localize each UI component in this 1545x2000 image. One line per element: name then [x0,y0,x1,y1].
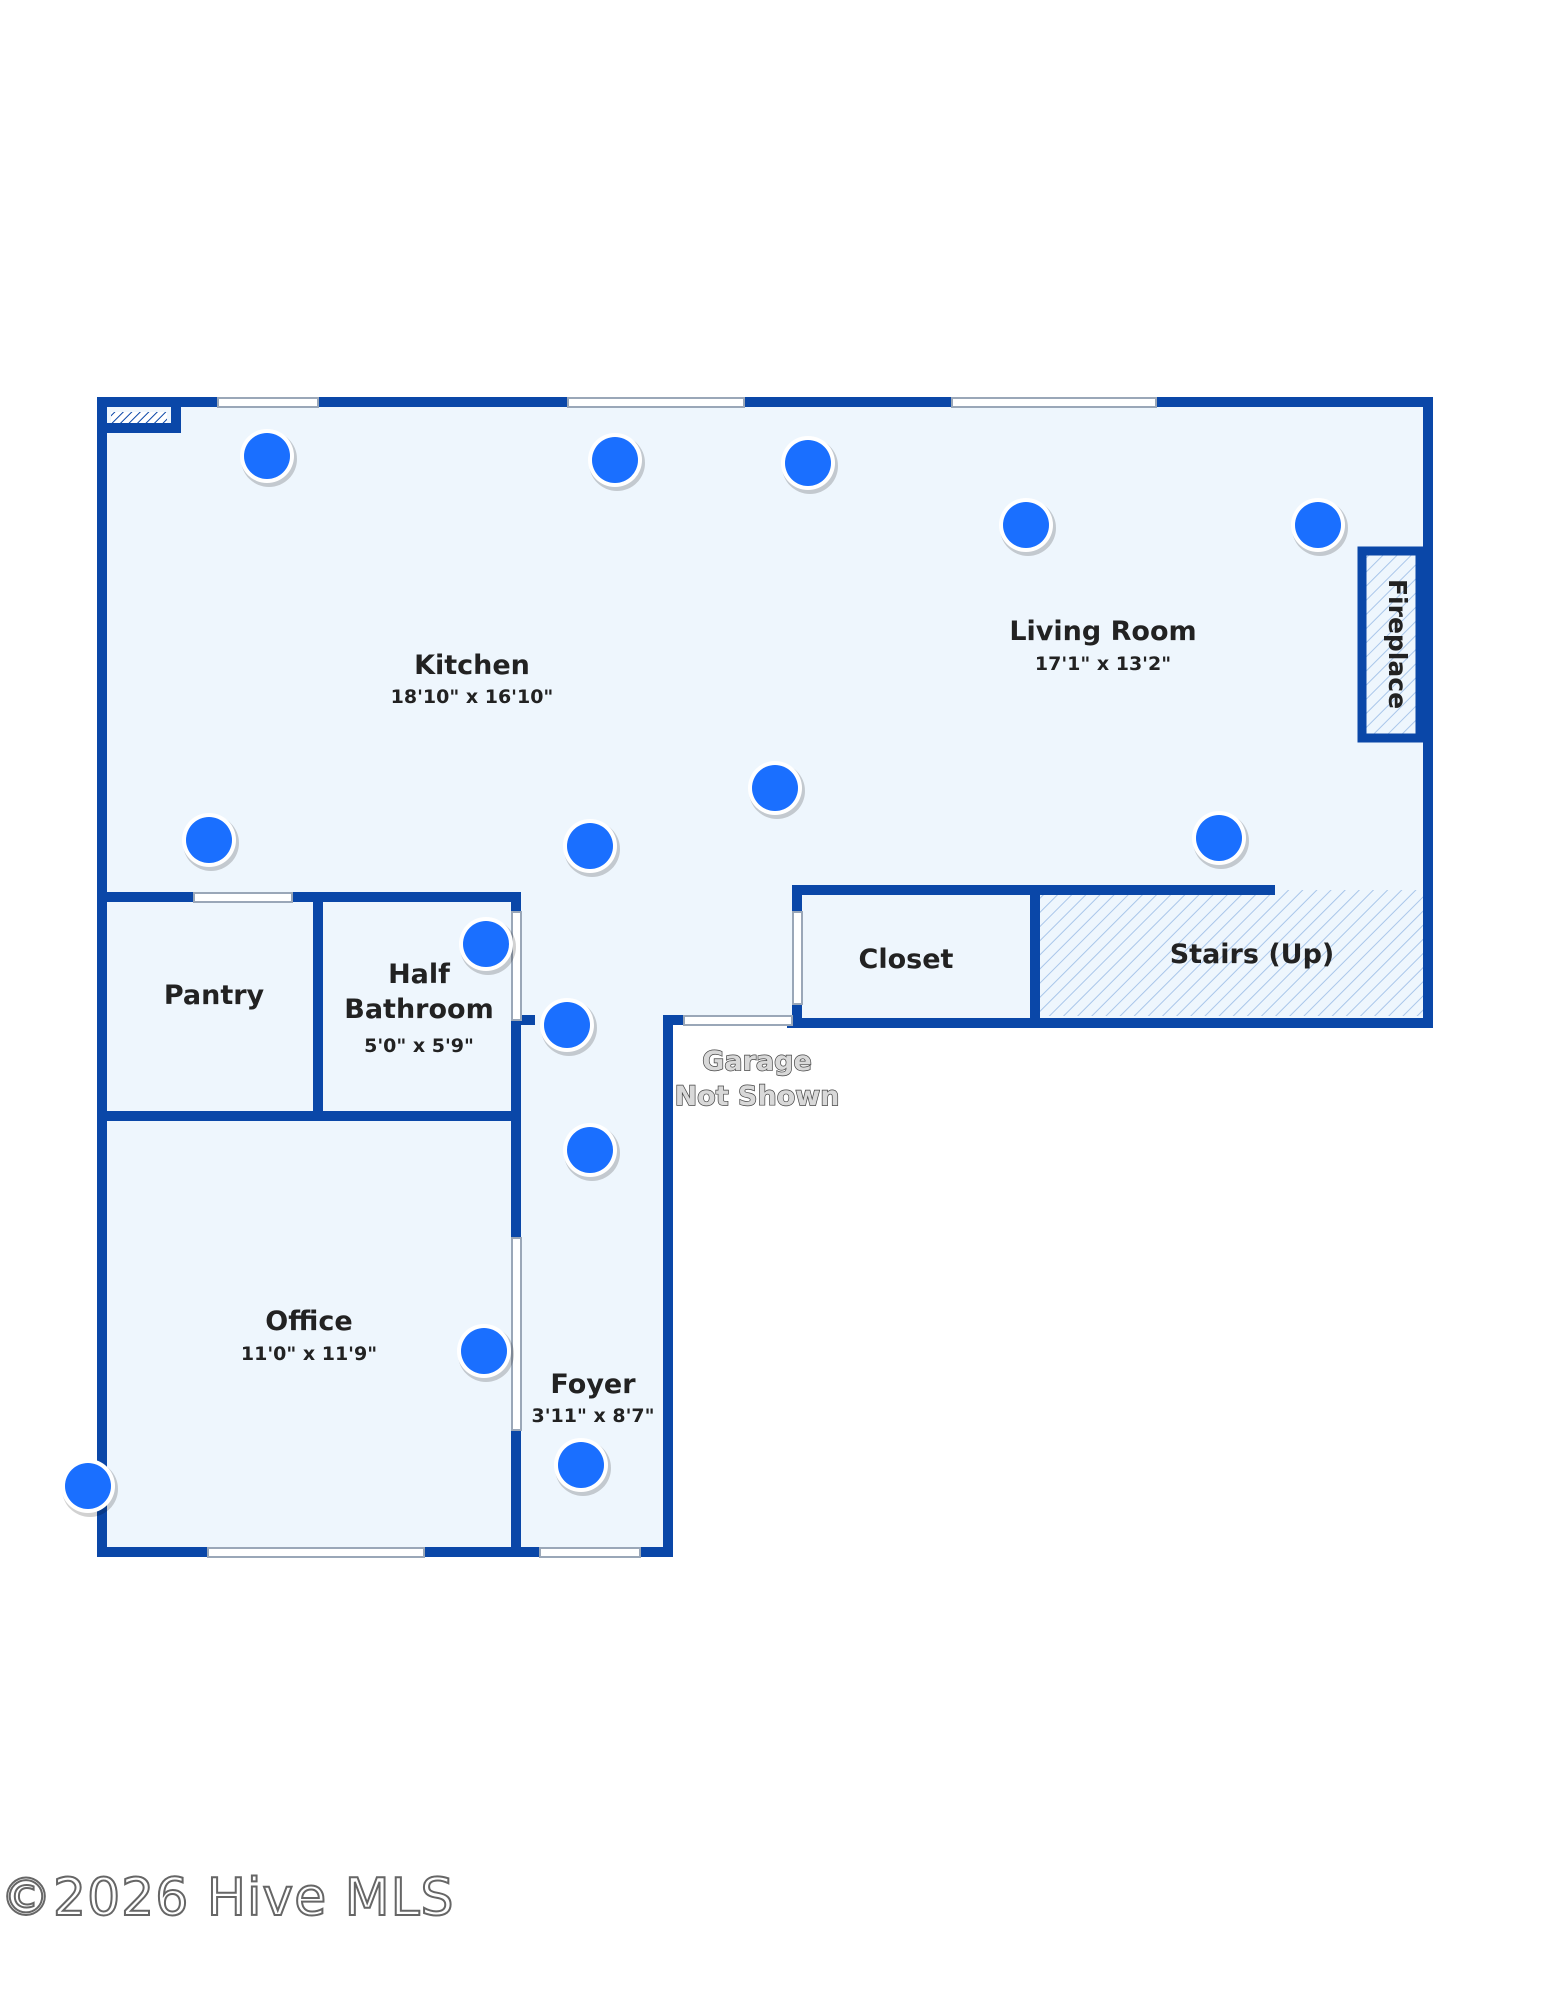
kitchen-dims: 18'10" x 16'10" [391,686,554,708]
stairs-label: Stairs (Up) [1170,939,1335,970]
corner-hatch [111,412,167,424]
walls [97,397,1433,1557]
copyright-watermark: ©2026 Hive MLS [0,1867,455,1929]
camera-pin-icon[interactable] [182,813,239,871]
windows [193,397,1157,1558]
camera-pin-icon[interactable] [1192,811,1249,869]
garage-note-line2: Not Shown [675,1081,840,1112]
fireplace-box [1357,546,1425,743]
camera-pin-icon[interactable] [588,433,645,491]
office-label: Office [265,1306,352,1337]
camera-pin-icon[interactable] [748,761,805,819]
camera-pin-icon[interactable] [563,1123,620,1181]
foyer-label: Foyer [550,1369,636,1400]
half-bathroom-dims: 5'0" x 5'9" [364,1035,474,1057]
stairs-area [1039,890,1425,1016]
foyer-dims: 3'11" x 8'7" [531,1405,654,1427]
living-room-dims: 17'1" x 13'2" [1035,653,1171,675]
living-room-label: Living Room [1009,616,1196,647]
floor-area [102,406,1425,1547]
camera-pin-icon[interactable] [554,1438,611,1496]
camera-pin-icon[interactable] [240,429,297,487]
half-bathroom-label-line1: Half [388,959,450,990]
half-bathroom-label-line2: Bathroom [344,994,493,1025]
kitchen-label: Kitchen [414,650,530,681]
camera-pin-icon[interactable] [999,498,1056,556]
camera-pin-icon[interactable] [540,998,597,1056]
camera-pin-icon[interactable] [781,436,838,494]
pantry-label: Pantry [164,980,265,1011]
camera-pin-icon[interactable] [1291,498,1348,556]
photo-pins [61,429,1348,1517]
garage-note-line1: Garage [702,1046,812,1077]
office-dims: 11'0" x 11'9" [241,1343,377,1365]
camera-pin-icon[interactable] [61,1459,118,1517]
fireplace-label: Fireplace [1383,579,1412,709]
camera-pin-icon[interactable] [457,1324,514,1382]
camera-pin-icon[interactable] [459,917,516,975]
camera-pin-icon[interactable] [563,819,620,877]
closet-label: Closet [859,944,954,975]
